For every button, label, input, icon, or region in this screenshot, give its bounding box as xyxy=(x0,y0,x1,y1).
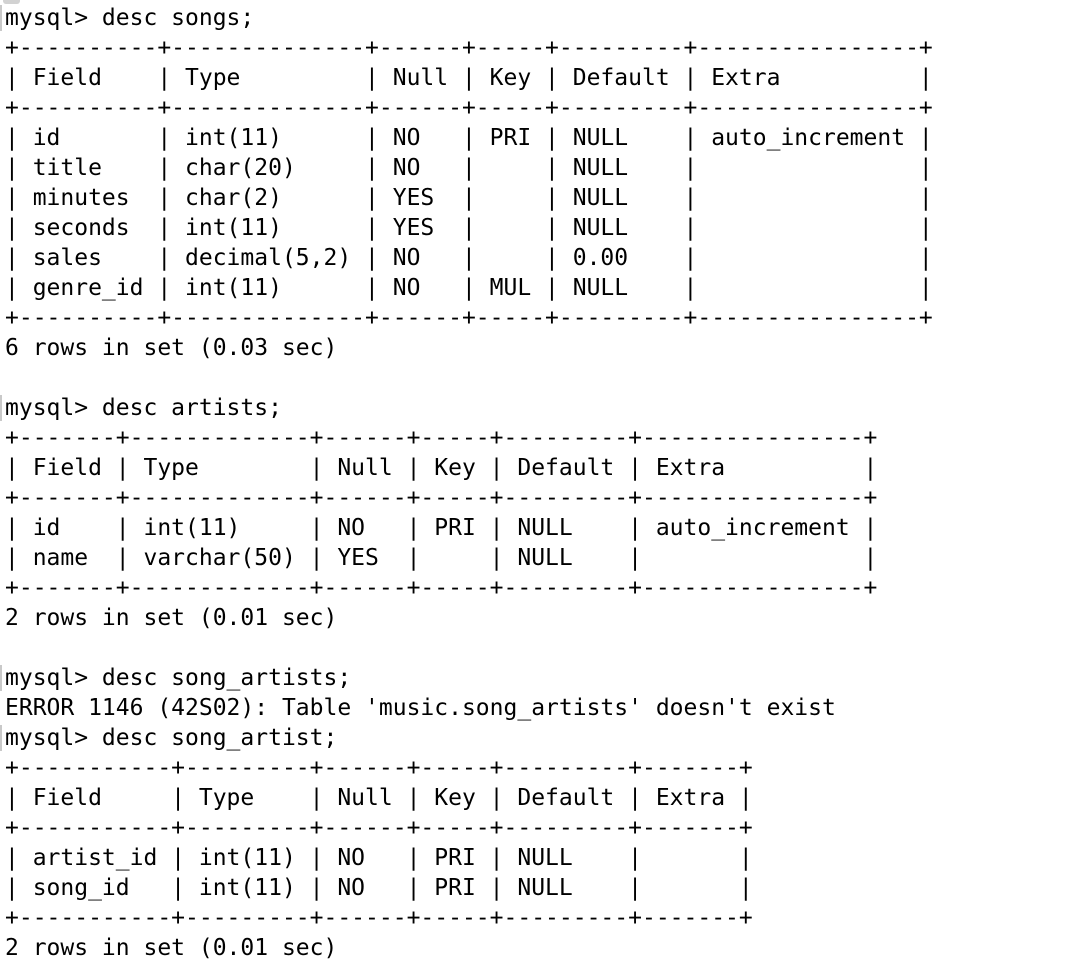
table-row: | id | int(11) | NO | PRI | NULL | auto_… xyxy=(5,125,933,151)
scrollback-artifact xyxy=(3,0,20,4)
prompt-line-desc-artists: mysql> desc artists; xyxy=(0,393,1076,423)
table-row: | song_id | int(11) | NO | PRI | NULL | … xyxy=(5,875,753,901)
table-border: +-----------+---------+------+-----+----… xyxy=(5,755,753,781)
table-border: +----------+--------------+------+-----+… xyxy=(5,305,933,331)
table-border: +----------+--------------+------+-----+… xyxy=(5,35,933,61)
table-border: +-----------+---------+------+-----+----… xyxy=(5,815,753,841)
error-line: ERROR 1146 (42S02): Table 'music.song_ar… xyxy=(5,695,836,721)
status-line: 6 rows in set (0.03 sec) xyxy=(5,335,338,361)
table-header-row: | Field | Type | Null | Key | Default | … xyxy=(5,785,753,811)
prompt-line-desc-songs: mysql> desc songs; xyxy=(0,3,1076,33)
table-header-row: | Field | Type | Null | Key | Default | … xyxy=(5,65,933,91)
blank-line xyxy=(0,363,1076,393)
table-border: +-----------+---------+------+-----+----… xyxy=(5,905,753,931)
table-row: | genre_id | int(11) | NO | MUL | NULL |… xyxy=(5,275,933,301)
status-line: 2 rows in set (0.01 sec) xyxy=(5,605,338,631)
table-row: | artist_id | int(11) | NO | PRI | NULL … xyxy=(5,845,753,871)
table-row: | title | char(20) | NO | | NULL | | xyxy=(5,155,933,181)
table-row: | seconds | int(11) | YES | | NULL | | xyxy=(5,215,933,241)
table-header-row: | Field | Type | Null | Key | Default | … xyxy=(5,455,878,481)
status-line: 2 rows in set (0.01 sec) xyxy=(5,935,338,961)
table-row: | sales | decimal(5,2) | NO | | 0.00 | | xyxy=(5,245,933,271)
table-border: +-------+-------------+------+-----+----… xyxy=(5,575,878,601)
blank-line xyxy=(0,633,1076,663)
table-row: | name | varchar(50) | YES | | NULL | | xyxy=(5,545,878,571)
table-border: +----------+--------------+------+-----+… xyxy=(5,95,933,121)
table-border: +-------+-------------+------+-----+----… xyxy=(5,425,878,451)
table-row: | minutes | char(2) | YES | | NULL | | xyxy=(5,185,933,211)
prompt-line-desc-song-artists-error: mysql> desc song_artists; xyxy=(0,663,1076,693)
table-border: +-------+-------------+------+-----+----… xyxy=(5,485,878,511)
prompt-line-desc-song-artist: mysql> desc song_artist; xyxy=(0,723,1076,753)
table-row: | id | int(11) | NO | PRI | NULL | auto_… xyxy=(5,515,878,541)
